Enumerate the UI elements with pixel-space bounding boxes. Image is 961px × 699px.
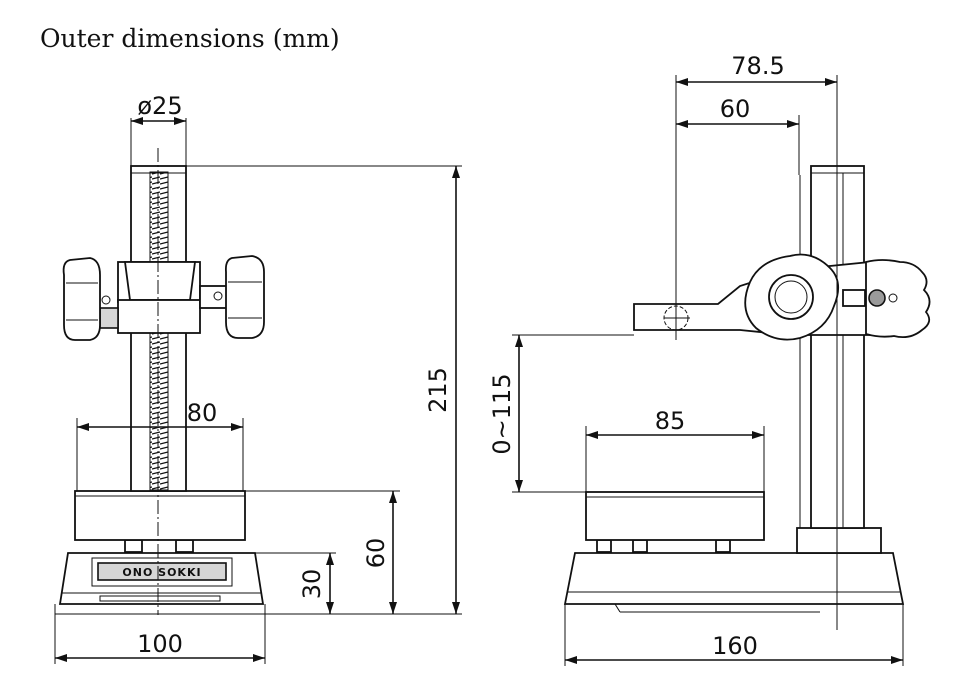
- dim-height-total: 215: [424, 367, 452, 413]
- dim-reach-max: 78.5: [731, 52, 784, 80]
- dim-stroke: 0~115: [488, 373, 516, 454]
- front-table: [74, 490, 246, 541]
- dim-table-height: 60: [362, 538, 390, 569]
- dim-base-width: 80: [187, 399, 218, 427]
- dim-base-height: 30: [298, 569, 326, 600]
- side-view: 78.5 60 0~115 85 160: [488, 52, 931, 666]
- side-base: [563, 539, 905, 613]
- front-clamp: [62, 255, 265, 341]
- dim-overall-depth: 160: [712, 632, 758, 660]
- dim-diameter: ø25: [137, 92, 182, 120]
- side-column: [796, 165, 882, 554]
- front-base: ONO SOKKI: [58, 539, 265, 605]
- logo-text: ONO SOKKI: [122, 566, 201, 579]
- diagram-title: Outer dimensions (mm): [40, 24, 340, 53]
- dim-reach-min: 60: [720, 95, 751, 123]
- side-table: [585, 491, 765, 541]
- side-arm: [633, 253, 931, 341]
- front-view: ONO SOKKI: [54, 92, 462, 664]
- dim-overall-width: 100: [137, 630, 183, 658]
- dim-table-width: 85: [655, 407, 686, 435]
